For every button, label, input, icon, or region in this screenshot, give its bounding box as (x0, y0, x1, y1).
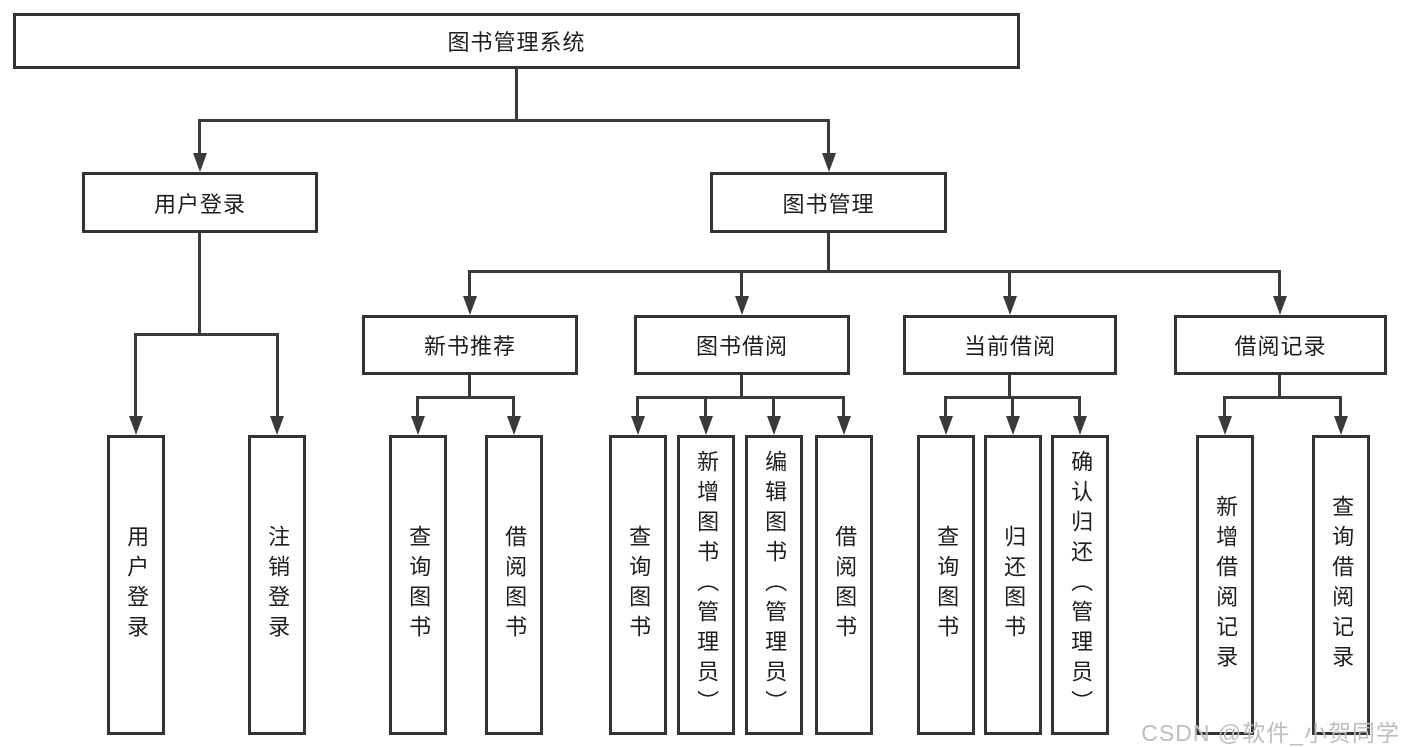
arrowhead-down (822, 153, 836, 172)
arrowhead-down (1218, 416, 1232, 435)
connector-line (740, 270, 743, 298)
arrowhead-down (193, 153, 207, 172)
connector-line (842, 396, 845, 417)
leaf-edit-book-admin: 编辑图书（管理员） (745, 435, 803, 735)
connector-line (468, 270, 1281, 273)
arrowhead-down (735, 296, 749, 315)
node-current-borrow: 当前借阅 (903, 315, 1117, 375)
node-borrow-records: 借阅记录 (1174, 315, 1387, 375)
connector-line (468, 375, 471, 399)
csdn-watermark: CSDN @软件_小贺同学 (1141, 720, 1400, 746)
connector-line (636, 396, 845, 399)
connector-line (827, 119, 830, 155)
node-book-management: 图书管理 (710, 172, 947, 233)
leaf-query-borrow-record: 查询借阅记录 (1312, 435, 1370, 735)
node-label: 新书推荐 (423, 334, 516, 359)
connector-line (636, 396, 639, 417)
arrowhead-down (1334, 416, 1348, 435)
leaf-label: 查询图书 (406, 525, 432, 645)
leaf-query-books-current: 查询图书 (917, 435, 975, 735)
connector-line (1223, 396, 1342, 399)
node-label: 图书管理 (782, 191, 875, 217)
leaf-label: 新增图书（管理员） (694, 450, 720, 720)
connector-line (416, 396, 515, 399)
leaf-label: 查询图书 (934, 525, 960, 645)
leaf-logout: 注销登录 (248, 435, 306, 735)
arrowhead-down (1006, 416, 1020, 435)
arrowhead-down (1273, 296, 1287, 315)
connector-line (1278, 375, 1281, 399)
connector-line (515, 68, 518, 121)
node-label: 当前借阅 (963, 334, 1056, 359)
leaf-label: 新增借阅记录 (1213, 495, 1239, 675)
arrowhead-down (631, 416, 645, 435)
leaf-return-books: 归还图书 (984, 435, 1042, 735)
connector-line (1339, 396, 1342, 417)
connector-line (134, 333, 137, 417)
arrowhead-down (411, 416, 425, 435)
arrowhead-down (939, 416, 953, 435)
arrowhead-down (129, 416, 143, 435)
node-book-borrow: 图书借阅 (634, 315, 850, 375)
arrowhead-down (1003, 296, 1017, 315)
connector-line (704, 396, 707, 417)
connector-line (1008, 375, 1011, 399)
connector-line (198, 119, 830, 122)
leaf-label: 查询借阅记录 (1329, 495, 1355, 675)
arrowhead-down (1073, 416, 1087, 435)
leaf-borrow-books-recommend: 借阅图书 (485, 435, 543, 735)
leaf-confirm-return-admin: 确认归还（管理员） (1051, 435, 1109, 735)
leaf-label: 查询图书 (626, 525, 652, 645)
leaf-label: 用户登录 (124, 525, 150, 645)
connector-line (1278, 270, 1281, 298)
node-root-label: 图书管理系统 (447, 30, 586, 55)
connector-line (1008, 270, 1011, 298)
arrowhead-down (767, 416, 781, 435)
node-label: 用户登录 (153, 191, 246, 217)
leaf-label: 确认归还（管理员） (1068, 450, 1094, 720)
connector-line (512, 396, 515, 417)
leaf-label: 归还图书 (1001, 525, 1027, 645)
leaf-user-login: 用户登录 (107, 435, 165, 735)
leaf-add-borrow-record: 新增借阅记录 (1196, 435, 1254, 735)
arrowhead-down (699, 416, 713, 435)
node-root: 图书管理系统 (13, 13, 1020, 69)
node-user-login: 用户登录 (82, 172, 318, 233)
connector-line (134, 333, 279, 336)
connector-line (1078, 396, 1081, 417)
leaf-add-book-admin: 新增图书（管理员） (677, 435, 735, 735)
connector-line (740, 375, 743, 399)
arrowhead-down (507, 416, 521, 435)
connector-line (198, 233, 201, 336)
connector-line (416, 396, 419, 417)
connector-line (1011, 396, 1014, 417)
connector-line (468, 270, 471, 298)
leaf-query-books-recommend: 查询图书 (389, 435, 447, 735)
leaf-borrow-books: 借阅图书 (815, 435, 873, 735)
node-new-book-recommend: 新书推荐 (362, 315, 578, 375)
leaf-label: 借阅图书 (502, 525, 528, 645)
connector-line (944, 396, 947, 417)
connector-line (276, 333, 279, 417)
leaf-label: 注销登录 (265, 525, 291, 645)
node-label: 借阅记录 (1234, 334, 1327, 359)
arrowhead-down (463, 296, 477, 315)
connector-line (1223, 396, 1226, 417)
arrowhead-down (837, 416, 851, 435)
connector-line (772, 396, 775, 417)
leaf-query-books-borrow: 查询图书 (609, 435, 667, 735)
node-label: 图书借阅 (695, 334, 788, 359)
connector-line (198, 119, 201, 155)
leaf-label: 借阅图书 (832, 525, 858, 645)
arrowhead-down (270, 416, 284, 435)
connector-line (827, 233, 830, 273)
leaf-label: 编辑图书（管理员） (762, 450, 788, 720)
